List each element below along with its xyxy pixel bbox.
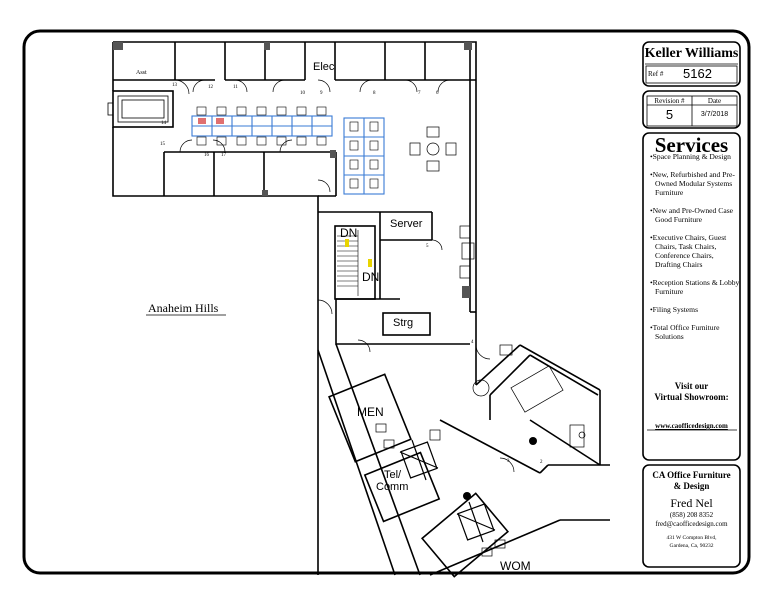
highlighted-stations [198, 118, 224, 124]
company-name: Keller Williams [644, 46, 739, 61]
label-strg: Strg [393, 317, 414, 329]
wall-columns [113, 42, 472, 298]
room-number: 17 [221, 153, 226, 158]
contact-phone: (858) 208 8352 [669, 511, 714, 519]
lounge-seating [409, 126, 586, 448]
room-number: 12 [208, 85, 213, 90]
revision-number: 5 [665, 107, 674, 122]
service-item: Executive Chairs, Guest Chairs, Task Cha… [650, 233, 740, 269]
room-number: 9 [320, 91, 323, 96]
address-line-2: Gardena, Ca, 90232 [669, 543, 714, 549]
revision-label: Revision # [654, 97, 685, 105]
room-number: 10 [300, 91, 305, 96]
ref-label: Ref # [648, 70, 664, 78]
sheet-border [22, 29, 751, 575]
label-men: MEN [357, 405, 384, 419]
room-number: 13 [172, 83, 177, 88]
label-comm: Comm [376, 481, 409, 493]
room-number: 15 [160, 142, 165, 147]
service-item: Filing Systems [650, 305, 740, 314]
website-link[interactable]: www.caofficedesign.com [655, 422, 728, 430]
room-number: 5 [426, 244, 429, 249]
visit-line-1: Visit our [674, 381, 709, 391]
service-item: Space Planning & Design [650, 152, 740, 161]
service-item: New, Refurbished and Pre-Owned Modular S… [650, 170, 740, 197]
revision-date: 3/7/2018 [700, 111, 729, 118]
room-number: 16 [204, 153, 209, 158]
contact-name: Fred Nel [670, 496, 713, 510]
services-list: Space Planning & Design New, Refurbished… [650, 152, 740, 350]
service-item: Reception Stations & Lobby Furniture [650, 278, 740, 296]
date-label: Date [707, 97, 722, 105]
room-number: 3 [507, 459, 510, 464]
firm-name-line-2: & Design [673, 481, 710, 491]
plant-symbols [463, 437, 537, 500]
reception-desk [107, 95, 169, 123]
restroom-fixtures [375, 423, 506, 557]
label-tel: Tel/ [384, 469, 402, 481]
firm-name-line-1: CA Office Furniture [652, 470, 731, 480]
room-number: 11 [233, 85, 238, 90]
room-number: 4 [471, 340, 474, 345]
door-swings [174, 79, 515, 473]
service-item: Total Office Furniture Solutions [650, 323, 740, 341]
title-block-frames [642, 41, 741, 568]
label-asst: Asst [136, 70, 147, 76]
title-block-lines [645, 63, 738, 431]
service-item: New and Pre-Owned Case Good Furniture [650, 206, 740, 224]
task-chairs [196, 106, 379, 189]
label-elec: Elec [313, 61, 335, 73]
location-label: Anaheim Hills [148, 301, 219, 315]
label-dn-lower: DN [362, 270, 380, 284]
workstation-cluster [191, 115, 385, 195]
address-line-1: 431 W Compton Blvd, [666, 535, 717, 541]
room-number: 7 [418, 91, 421, 96]
room-number: 8 [373, 91, 376, 96]
visit-line-2: Virtual Showroom: [654, 392, 729, 402]
elevator-shafts [399, 439, 496, 543]
room-number: 14 [161, 121, 166, 126]
contact-email[interactable]: fred@caofficedesign.com [655, 520, 728, 528]
room-number: 2 [540, 460, 543, 465]
room-number: 6 [436, 91, 439, 96]
label-wom: WOM [500, 559, 531, 573]
ref-number: 5162 [683, 66, 712, 81]
label-dn-upper: DN [340, 226, 358, 240]
label-server: Server [390, 218, 423, 230]
stair-arrows [345, 239, 372, 267]
